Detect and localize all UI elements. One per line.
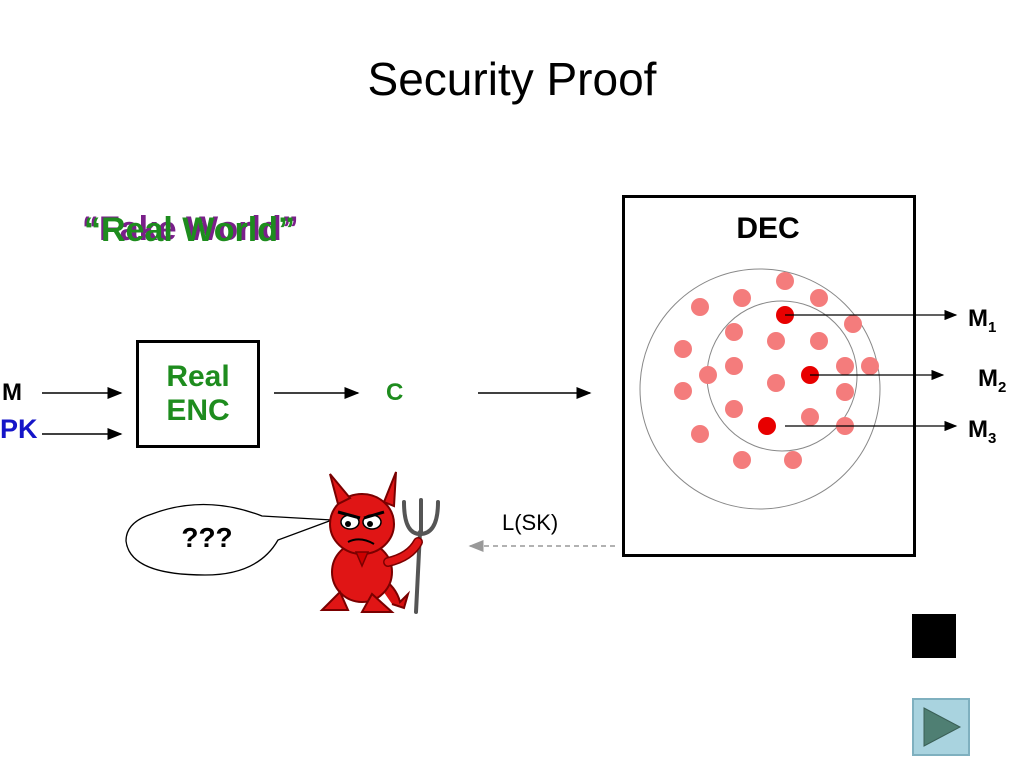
- outer-circle: [639, 268, 881, 510]
- dot: [725, 400, 743, 418]
- dot: [810, 289, 828, 307]
- input-m-label: M: [2, 379, 22, 406]
- enc-line1: Real: [166, 360, 230, 393]
- dot: [674, 382, 692, 400]
- output-m1: M1: [968, 305, 997, 336]
- page-title: Security Proof: [367, 53, 657, 105]
- dot: [674, 340, 692, 358]
- dot: [836, 383, 854, 401]
- real-world-label: “Real World”: [84, 211, 295, 249]
- enc-box: Real ENC: [136, 340, 260, 448]
- next-slide-button[interactable]: [912, 698, 970, 756]
- dots-group: [674, 272, 879, 469]
- devil-icon: [319, 471, 440, 614]
- dot: [861, 357, 879, 375]
- dot: [801, 408, 819, 426]
- dot: [691, 425, 709, 443]
- enc-line2: ENC: [166, 394, 230, 427]
- dot: [767, 332, 785, 350]
- output-m3: M3: [968, 416, 997, 447]
- input-pk-label: PK: [0, 414, 38, 444]
- dot: [725, 357, 743, 375]
- dot: [733, 289, 751, 307]
- play-triangle-icon: [923, 707, 962, 747]
- dot-m3: [758, 417, 776, 435]
- dot: [810, 332, 828, 350]
- dot: [699, 366, 717, 384]
- fake-world-label: “Fake World”: [82, 210, 299, 248]
- dot: [836, 357, 854, 375]
- leak-label: L(SK): [502, 510, 559, 535]
- dec-box: [622, 195, 916, 557]
- speech-text: ???: [181, 522, 233, 553]
- dot: [784, 451, 802, 469]
- dot: [691, 298, 709, 316]
- dot: [844, 315, 862, 333]
- dot: [767, 374, 785, 392]
- dot: [776, 272, 794, 290]
- dot: [725, 323, 743, 341]
- dot: [733, 451, 751, 469]
- black-square-button[interactable]: [912, 614, 956, 658]
- ciphertext-label: C: [386, 379, 404, 406]
- output-m2: M2: [978, 365, 1007, 396]
- dec-label: DEC: [736, 212, 800, 245]
